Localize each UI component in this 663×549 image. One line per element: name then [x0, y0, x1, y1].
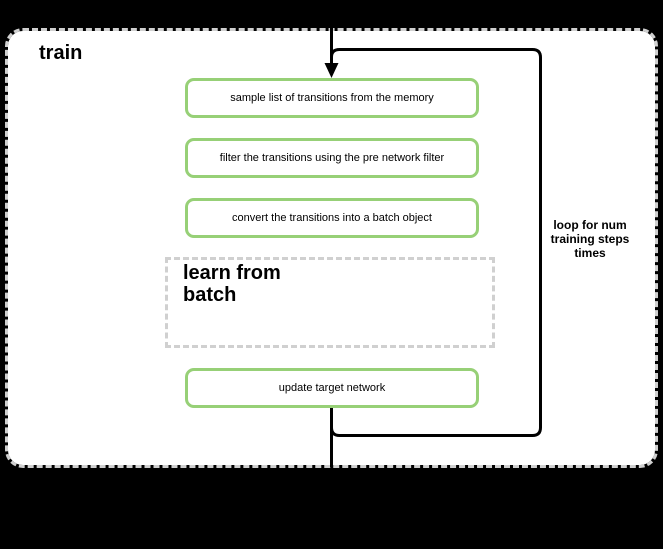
learn-from-batch-label-line2: batch [183, 284, 237, 306]
learn-from-batch-label-line1: learn from [183, 262, 281, 284]
train-group-label: train [39, 42, 83, 64]
loop-annotation-line2: training steps [550, 232, 630, 246]
learn-from-batch-group: learn from batch [165, 257, 495, 348]
loop-annotation: loop for num training steps times [538, 218, 642, 260]
step-sample-transitions-label: sample list of transitions from the memo… [230, 91, 434, 104]
step-update-target-network-label: update target network [278, 381, 386, 394]
loop-annotation-line1: loop for num [553, 218, 627, 232]
step-convert-to-batch-label: convert the transitions into a batch obj… [232, 211, 432, 224]
step-update-target-network: update target network [185, 368, 479, 408]
loop-annotation-line3: times [574, 246, 606, 260]
step-filter-transitions-label: filter the transitions using the pre net… [219, 151, 445, 164]
step-filter-transitions: filter the transitions using the pre net… [185, 138, 479, 178]
step-sample-transitions: sample list of transitions from the memo… [185, 78, 479, 118]
step-convert-to-batch: convert the transitions into a batch obj… [185, 198, 479, 238]
